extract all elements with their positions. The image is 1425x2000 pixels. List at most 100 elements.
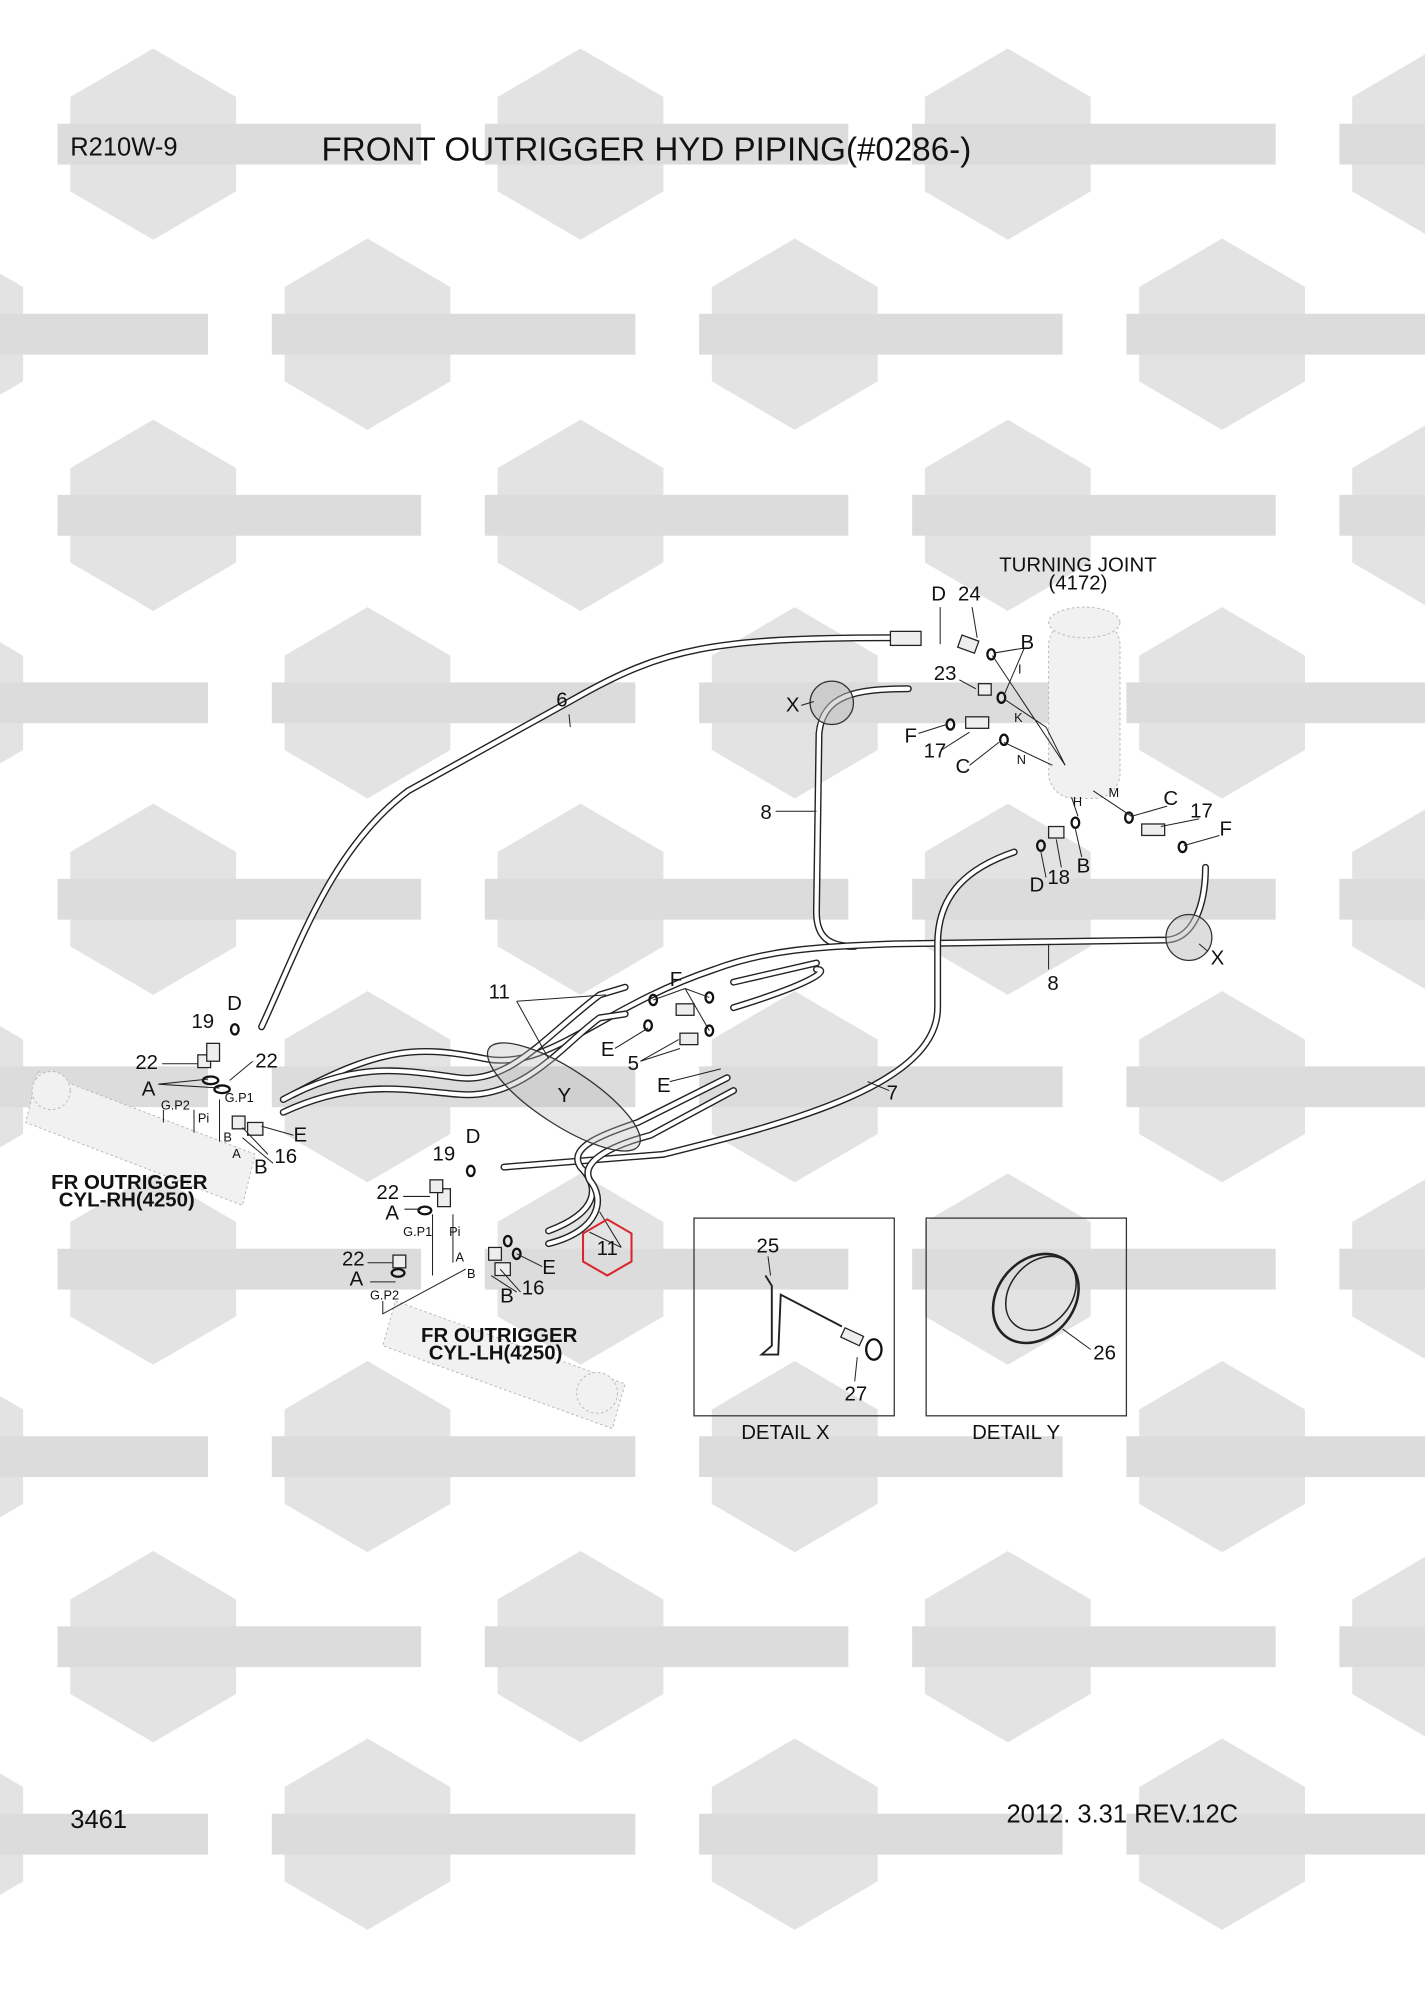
watermark-band <box>1126 1066 1425 1108</box>
callout-r-f: F <box>1220 818 1232 840</box>
callout-lh-19: 19 <box>433 1144 456 1166</box>
detail-x-part-27: 27 <box>845 1384 868 1406</box>
revision-date: 2012. 3.31 REV.12C <box>1007 1801 1239 1829</box>
hose-6 <box>258 630 922 1031</box>
model-code: R210W-9 <box>70 134 177 162</box>
watermark-band <box>912 494 1276 536</box>
callout-lh-11[interactable]: 11 <box>597 1238 618 1260</box>
callout-tj-17: 17 <box>924 741 947 763</box>
callout-rh-a: A <box>142 1079 156 1101</box>
callout-x-1: X <box>786 695 800 717</box>
page-title: FRONT OUTRIGGER HYD PIPING(#0286-) <box>322 132 972 169</box>
callout-x-2: X <box>1211 947 1225 969</box>
callout-rh-19: 19 <box>191 1011 214 1033</box>
callout-r-18: 18 <box>1047 867 1070 889</box>
callout-tj-d: D <box>931 584 946 606</box>
callout-rh-gp1: G.P1 <box>225 1090 254 1105</box>
watermark-band <box>484 123 849 165</box>
callout-tj-24: 24 <box>958 584 981 606</box>
watermark-band <box>57 1248 422 1290</box>
watermark-band <box>1339 1248 1425 1290</box>
watermark-band <box>699 313 1063 355</box>
callout-11-a: 11 <box>489 982 510 1004</box>
callout-lh-e: E <box>542 1257 556 1279</box>
hose-11-upper <box>279 983 629 1116</box>
watermark-band <box>271 682 636 724</box>
callout-tj-m: M <box>1109 785 1120 800</box>
callout-rh-e: E <box>293 1125 307 1147</box>
watermark-band <box>1339 494 1425 536</box>
callout-tj-n: N <box>1017 752 1026 767</box>
watermark-layer <box>0 48 1425 1930</box>
callout-lh-a2: A <box>350 1269 364 1291</box>
watermark-band <box>912 123 1276 165</box>
callout-m-e1: E <box>601 1039 615 1061</box>
watermark-band <box>57 878 422 920</box>
callout-lh-b: B <box>500 1285 514 1307</box>
callout-r-c: C <box>1163 788 1178 810</box>
cylinder-rh-label-line2: CYL-RH(4250) <box>59 1190 195 1212</box>
detail-y-title: DETAIL Y <box>972 1422 1060 1444</box>
cylinder-lh-label-line2: CYL-LH(4250) <box>429 1343 563 1365</box>
callout-tj-c: C <box>955 756 970 778</box>
callout-tj-f: F <box>904 725 916 747</box>
watermark-band <box>1126 1813 1425 1855</box>
callout-rh-22b: 22 <box>255 1051 278 1073</box>
clamp-x-marker-2 <box>1165 913 1213 962</box>
watermark-band <box>57 1626 422 1668</box>
callout-8-a: 8 <box>760 802 771 824</box>
fittings <box>197 634 1188 1278</box>
callout-lh-gp1: G.P1 <box>403 1224 432 1239</box>
watermark-band <box>912 1248 1276 1290</box>
watermark-band <box>0 1813 209 1855</box>
highlight-hexagon[interactable] <box>582 1218 633 1277</box>
cylinder-lh-outline <box>382 1300 626 1430</box>
callout-lh-16: 16 <box>522 1278 545 1300</box>
cylinder-lh-label-line1: FR OUTRIGGER <box>421 1325 578 1347</box>
watermark-band <box>484 1248 849 1290</box>
callout-lh-a1: A <box>385 1202 399 1224</box>
clamp-y-marker <box>486 1042 641 1152</box>
callout-m-e2: E <box>657 1075 671 1097</box>
clamp-x-marker-1 <box>809 680 855 726</box>
watermark-band <box>484 1626 849 1668</box>
turning-joint-outline <box>1048 606 1121 799</box>
watermark-band <box>1126 682 1425 724</box>
callout-5: 5 <box>628 1053 639 1075</box>
cylinder-rh-label-line1: FR OUTRIGGER <box>51 1172 208 1194</box>
watermark-band <box>1126 313 1425 355</box>
watermark-band <box>484 494 849 536</box>
callout-6: 6 <box>556 690 567 712</box>
watermark-band <box>699 1813 1063 1855</box>
callout-lh-d: D <box>466 1126 481 1148</box>
watermark-band <box>1126 1436 1425 1478</box>
callout-rh-d: D <box>227 993 242 1015</box>
callout-7: 7 <box>887 1082 898 1104</box>
callout-m-f: F <box>670 969 682 991</box>
cylinder-lh-label: FR OUTRIGGER CYL-LH(4250) <box>421 1325 578 1365</box>
hose-8-vertical <box>812 685 912 950</box>
callout-rh-a-small: A <box>232 1146 241 1161</box>
callout-tj-h: H <box>1073 794 1082 809</box>
watermark-band <box>1339 123 1425 165</box>
callout-r-17: 17 <box>1190 801 1213 823</box>
callout-tj-23: 23 <box>934 663 957 685</box>
callout-tj-b: B <box>1021 632 1035 654</box>
leader-lines <box>158 607 1220 1315</box>
callout-lh-22a: 22 <box>376 1182 399 1204</box>
watermark-band <box>699 1436 1063 1478</box>
detail-x-title: DETAIL X <box>741 1422 830 1444</box>
detail-x-part-25: 25 <box>757 1236 780 1258</box>
callout-rh-22a: 22 <box>135 1052 158 1074</box>
watermark-band <box>1339 1626 1425 1668</box>
watermark-band <box>0 313 209 355</box>
callout-rh-b-small: B <box>223 1130 232 1145</box>
turning-joint-code: (4172) <box>1048 572 1107 594</box>
watermark-band <box>912 878 1276 920</box>
cylinder-rh-outline <box>25 1070 256 1207</box>
watermark-band <box>57 123 422 165</box>
callout-rh-16: 16 <box>274 1146 297 1168</box>
detail-x: 25 27 <box>693 1217 895 1417</box>
callout-rh-b: B <box>254 1156 268 1178</box>
watermark-band <box>271 1813 636 1855</box>
